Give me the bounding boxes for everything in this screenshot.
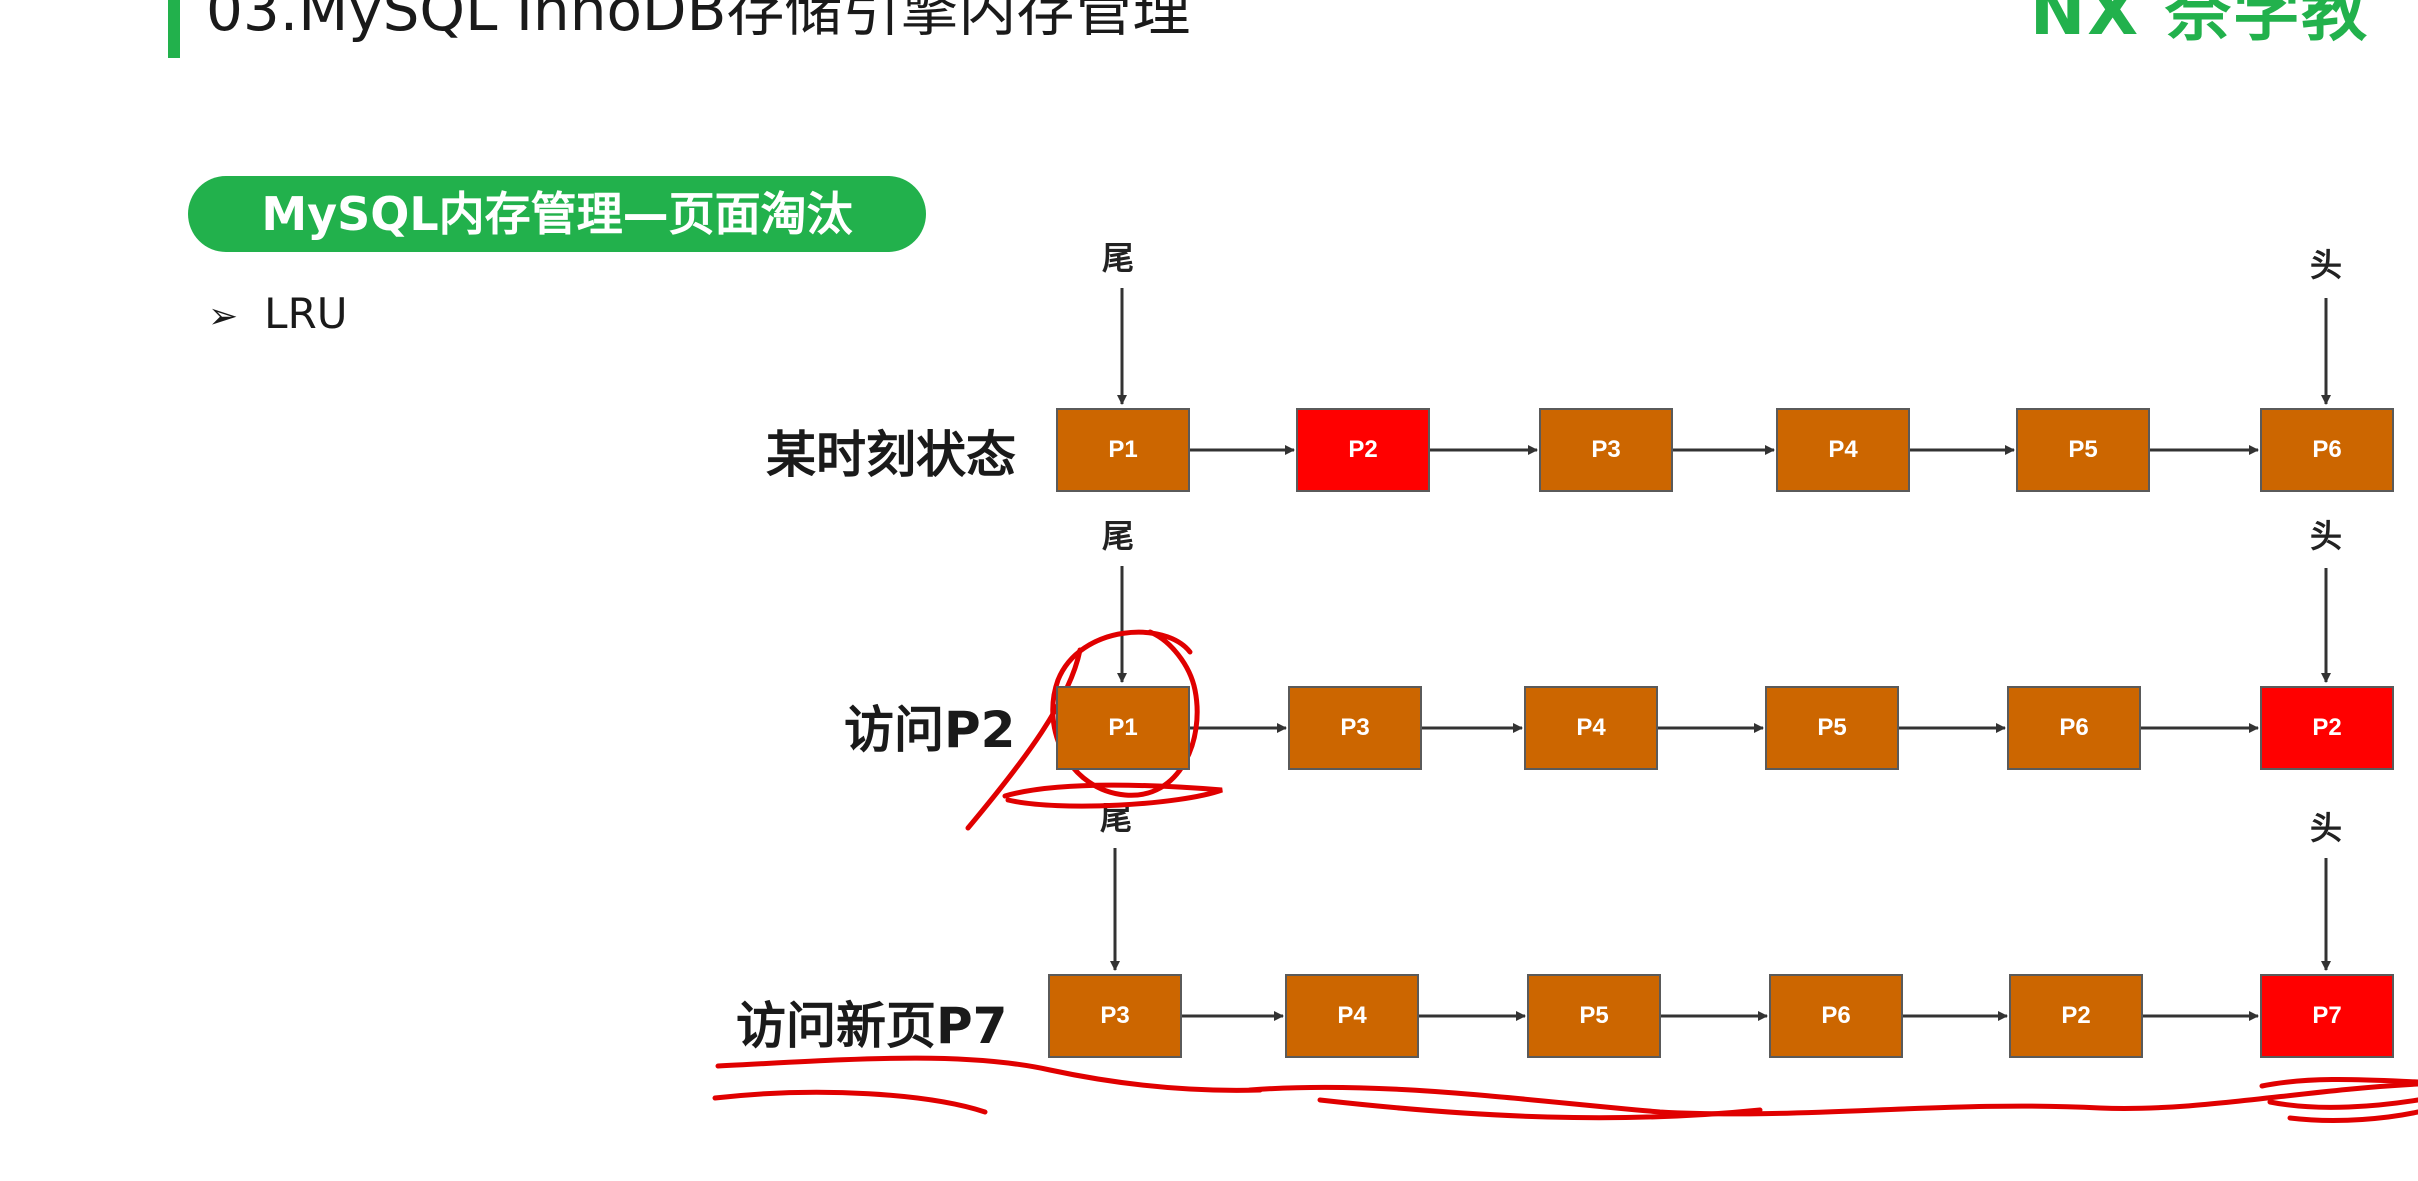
brand-logo: NX 奈学教 [2030, 0, 2370, 50]
page-node-p2: P2 [2260, 686, 2394, 770]
bullet-item: ➢ LRU [208, 286, 348, 345]
slide-title: 03.MySQL InnoDB存储引擎内存管理 [206, 0, 1191, 44]
page-node-p4: P4 [1524, 686, 1658, 770]
tail-label: 尾 [1102, 239, 1135, 277]
row-label-access-p7: 访问新页P7 [736, 997, 1008, 1055]
page-node-p5: P5 [1765, 686, 1899, 770]
page-node-p5: P5 [1527, 974, 1661, 1058]
page-node-p6: P6 [2007, 686, 2141, 770]
row-label-access-p2: 访问P2 [844, 701, 1016, 759]
page-node-p3: P3 [1048, 974, 1182, 1058]
section-heading: MySQL内存管理—页面淘汰 [188, 176, 926, 252]
head-label: 头 [2310, 517, 2343, 555]
page-node-p6: P6 [1769, 974, 1903, 1058]
hand-circle [1050, 629, 1200, 798]
page-node-p4: P4 [1285, 974, 1419, 1058]
bullet-text: LRU [264, 289, 348, 338]
page-node-p5: P5 [2016, 408, 2150, 492]
page-node-p7: P7 [2260, 974, 2394, 1058]
page-node-p1: P1 [1056, 686, 1190, 770]
head-label: 头 [2310, 809, 2343, 847]
title-accent-bar [168, 0, 180, 58]
page-node-p4: P4 [1776, 408, 1910, 492]
tail-label: 尾 [1102, 517, 1135, 555]
page-node-p3: P3 [1288, 686, 1422, 770]
page-node-p6: P6 [2260, 408, 2394, 492]
page-node-p3: P3 [1539, 408, 1673, 492]
page-node-p2: P2 [1296, 408, 1430, 492]
handwritten-annotation [712, 629, 2418, 1123]
page-node-p1: P1 [1056, 408, 1190, 492]
page-node-p2: P2 [2009, 974, 2143, 1058]
bullet-arrow-icon: ➢ [208, 296, 239, 337]
row-label-initial: 某时刻状态 [766, 426, 1016, 484]
head-label: 头 [2310, 246, 2343, 284]
